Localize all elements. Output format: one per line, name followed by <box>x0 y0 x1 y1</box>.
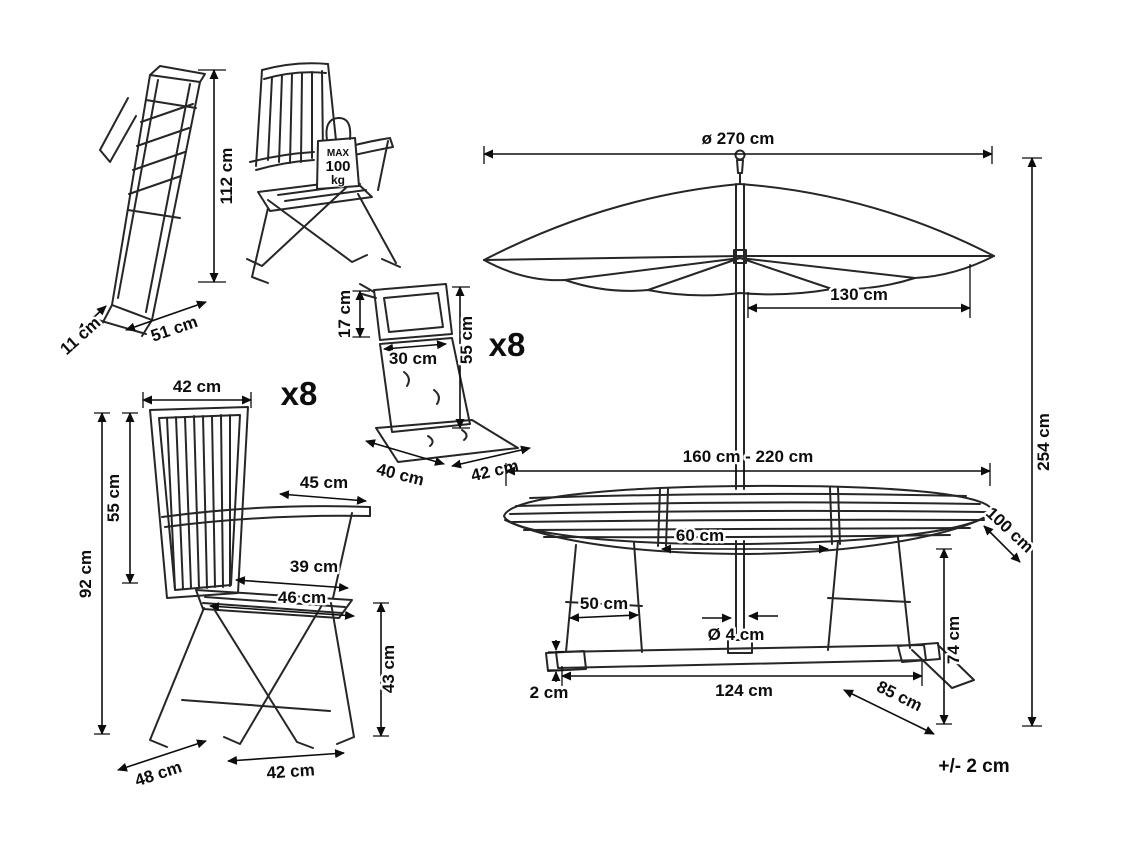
cushion-headrest-height-label: 17 cm <box>335 290 354 338</box>
chair-base-width-label: 42 cm <box>266 760 315 782</box>
table-height-label: 74 cm <box>944 616 963 664</box>
chair-back-width-label: 42 cm <box>173 377 221 396</box>
table-base-depth-label: 85 cm <box>874 677 926 715</box>
chair-seat-width-label: 39 cm <box>290 557 338 576</box>
cushion-headrest-width-label: 30 cm <box>389 349 437 368</box>
chair-seat-height-label: 43 cm <box>379 645 398 693</box>
folded-chair-width-label: 51 cm <box>148 312 200 346</box>
cushion-back-height-label: 55 cm <box>457 316 476 364</box>
tolerance-note: +/- 2 cm <box>938 756 1009 777</box>
chair-back-height-label: 55 cm <box>104 474 123 522</box>
max-load-line3: kg <box>331 173 345 187</box>
cushion-seat-depth-label: 40 cm <box>375 460 426 490</box>
chair-arm-length-label: 45 cm <box>300 473 348 492</box>
cushion-dimensions: 17 cm 30 cm 55 cm x8 40 cm 42 cm <box>333 286 531 492</box>
max-load-line1: MAX <box>327 148 350 159</box>
umbrella-height-label: 254 cm <box>1034 413 1053 471</box>
chair-total-height-label: 92 cm <box>76 550 95 598</box>
table-dimensions: 160 cm - 220 cm 60 cm 100 cm 50 cm Ø 4 c… <box>505 445 1040 735</box>
max-load-badge-text: MAX 100 kg <box>324 147 351 188</box>
table-length-range-label: 160 cm - 220 cm <box>683 447 813 466</box>
table-pole-diameter-label: Ø 4 cm <box>708 625 765 644</box>
chair-seat-depth-top-label: 46 cm <box>278 588 326 607</box>
umbrella-radius-arm-label: 130 cm <box>830 285 888 304</box>
chair-quantity-label: x8 <box>281 375 318 412</box>
table-leg-span-label: 50 cm <box>580 594 628 613</box>
umbrella-drawing <box>483 149 995 654</box>
table-foot-height-label: 2 cm <box>530 683 569 702</box>
umbrella-diameter-label: ø 270 cm <box>702 129 775 148</box>
folded-chair-depth-label: 11 cm <box>56 313 104 359</box>
table-drawing <box>503 484 993 689</box>
table-width-label: 100 cm <box>982 503 1037 556</box>
max-load-badge <box>316 116 360 190</box>
max-load-line2: 100 <box>325 158 350 175</box>
arm-chair-dimensions: 42 cm x8 55 cm 92 cm 45 cm 39 cm 46 cm 4… <box>74 373 401 793</box>
arm-chair-drawing <box>149 406 371 749</box>
table-base-length-label: 124 cm <box>715 681 773 700</box>
cushion-quantity-label: x8 <box>489 326 526 363</box>
folded-chair-height-label: 112 cm <box>217 148 236 205</box>
cushion-drawing <box>359 283 519 463</box>
folded-chair-drawing <box>97 65 206 337</box>
table-leaf-width-label: 60 cm <box>676 526 724 545</box>
umbrella-dimensions: ø 270 cm 130 cm 254 cm <box>483 127 1056 727</box>
folded-chair-dimensions: 112 cm 11 cm 51 cm <box>54 69 239 361</box>
